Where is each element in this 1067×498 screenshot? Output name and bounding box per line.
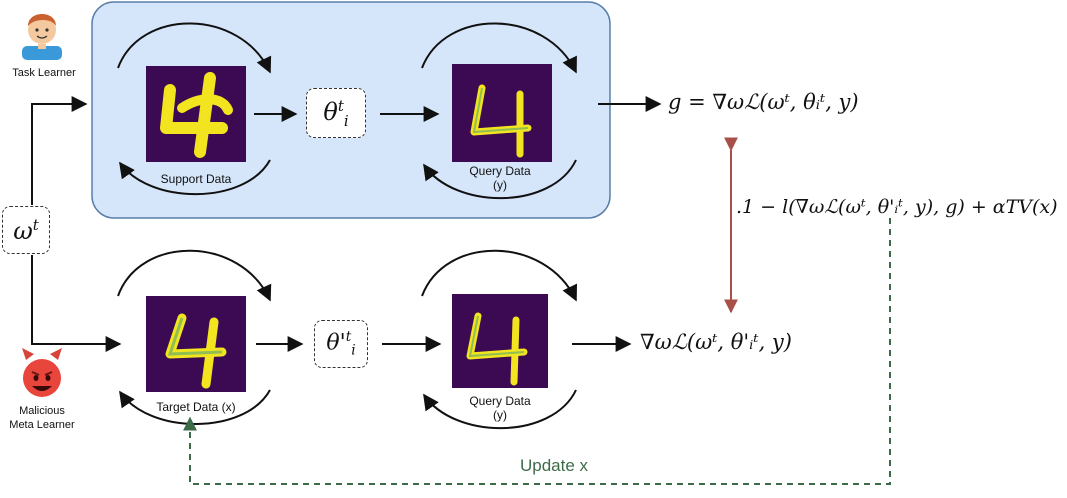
query-bottom-digit-tile	[452, 294, 548, 388]
update-dashed-path	[183, 218, 891, 485]
support-digit-tile	[146, 66, 246, 162]
theta-bottom-symbol: θ'ti	[326, 329, 356, 359]
omega-node: ωt	[2, 206, 50, 254]
equation-grad: ∇ωℒ(ωᵗ, θ'ᵢᵗ, y)	[640, 330, 792, 354]
support-data-label: Support Data	[160, 172, 232, 186]
support-arc-top	[117, 22, 272, 74]
theta-top-symbol: θti	[323, 96, 349, 130]
equation-loss: .1 − l(∇ωℒ(ωᵗ, θ'ᵢᵗ, y), g) + αTV(x)	[736, 196, 1058, 218]
flow-to-bottom	[31, 255, 122, 352]
theta-top-node: θti	[306, 88, 366, 138]
query-bottom-label-line2: (y)	[493, 408, 507, 422]
target-data-label: Target Data (x)	[156, 400, 236, 414]
task-learner-label: Task Learner	[12, 67, 76, 79]
malicious-label-line2: Meta Learner	[9, 419, 75, 431]
target-digit-tile	[146, 296, 246, 392]
support-arc-bottom	[119, 159, 271, 196]
query-top-arc-top	[421, 22, 577, 74]
malicious-label-line1: Malicious	[19, 405, 65, 417]
equation-g: g = ∇ωℒ(ωᵗ, θᵢᵗ, y)	[668, 90, 859, 114]
theta-bottom-node: θ'ti	[314, 320, 368, 368]
query-top-label-line1: Query Data	[469, 164, 531, 178]
update-x-label: Update x	[520, 456, 589, 475]
omega-symbol: ωt	[13, 215, 39, 245]
person-icon	[22, 14, 62, 60]
query-bottom-arc-bottom	[423, 389, 577, 430]
query-top-digit-tile	[452, 64, 552, 162]
query-top-arc-bottom	[423, 159, 577, 200]
query-bottom-arc-top	[421, 249, 578, 302]
devil-face-icon	[22, 348, 62, 397]
target-arc-top	[117, 249, 272, 302]
query-top-label-line2: (y)	[493, 178, 507, 192]
query-bottom-label-line1: Query Data	[469, 394, 531, 408]
flow-to-top	[31, 96, 88, 205]
